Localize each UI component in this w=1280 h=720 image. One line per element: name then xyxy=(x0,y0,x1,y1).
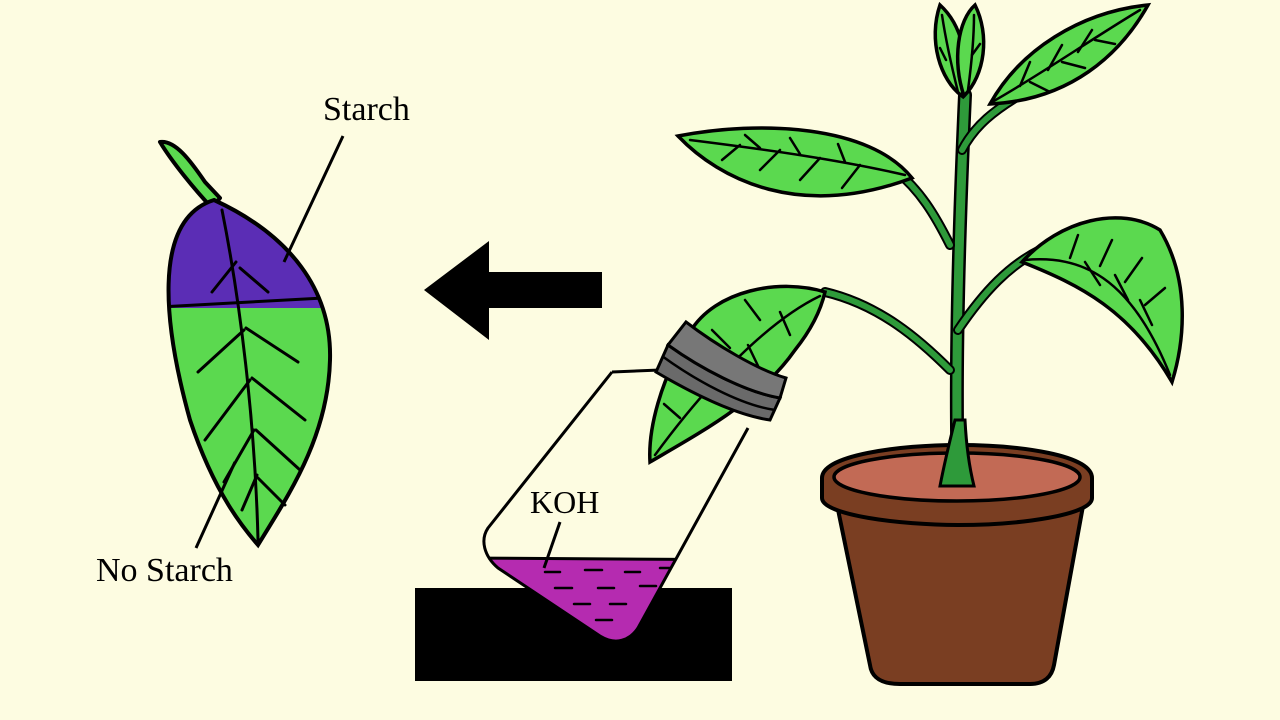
koh-label: KOH xyxy=(530,484,600,520)
solution-marks xyxy=(543,566,678,622)
leaf-outline xyxy=(166,197,333,549)
left-arrow-icon xyxy=(424,241,602,340)
plant-leaf-right xyxy=(1019,216,1184,387)
leaf-veins xyxy=(196,208,307,542)
plant xyxy=(648,1,1184,487)
pot-body xyxy=(833,493,1087,686)
plant-leaf-upper-left xyxy=(674,126,915,198)
flask-cork-band xyxy=(654,319,788,422)
plant-leaf-top-right xyxy=(955,2,986,100)
koh-pointer xyxy=(542,521,562,569)
tested-leaf xyxy=(158,135,345,549)
no-starch-pointer xyxy=(194,461,237,549)
no-starch-label: No Starch xyxy=(96,552,233,589)
starch-pointer xyxy=(282,135,345,263)
flask-outline xyxy=(482,371,750,643)
starch-label: Starch xyxy=(323,91,410,128)
flower-pot xyxy=(820,418,1094,686)
leaf-petiole xyxy=(158,139,222,210)
